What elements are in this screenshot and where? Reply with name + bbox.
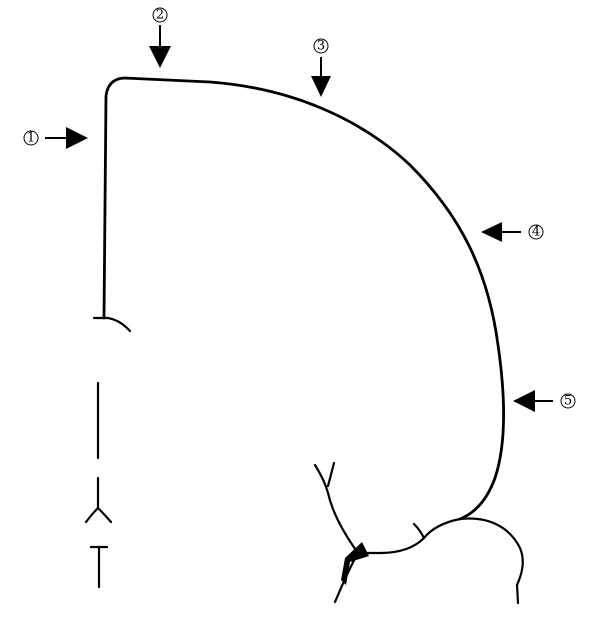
marker-4: 4 — [528, 224, 544, 240]
lower-branch-spur — [412, 522, 426, 540]
lower-branch-twig — [326, 461, 336, 488]
left-segment-tee — [89, 545, 109, 589]
marker-1: 1 — [23, 130, 39, 146]
marker-5: 5 — [560, 393, 576, 409]
svg-text:5: 5 — [564, 394, 572, 409]
lower-branch-tail-right — [515, 583, 520, 605]
lower-branch-loop — [458, 517, 524, 587]
arrow-4 — [481, 222, 521, 242]
main-outline — [102, 76, 506, 521]
svg-text:4: 4 — [532, 225, 540, 240]
marker-3: 3 — [313, 38, 329, 54]
arrow-3 — [311, 57, 331, 97]
marker-2: 2 — [152, 7, 168, 23]
svg-text:1: 1 — [27, 131, 35, 146]
arrow-2 — [149, 25, 171, 68]
left-segment-fork — [84, 476, 113, 524]
arrow-1 — [45, 127, 88, 149]
svg-text:3: 3 — [317, 39, 325, 54]
arrow-5 — [513, 390, 553, 412]
lower-branch-bridge — [356, 517, 462, 555]
branch-junction-blob — [341, 542, 369, 585]
svg-text:2: 2 — [156, 8, 164, 23]
left-wall-hook — [92, 316, 132, 333]
lower-branch-stem-up — [313, 463, 360, 555]
